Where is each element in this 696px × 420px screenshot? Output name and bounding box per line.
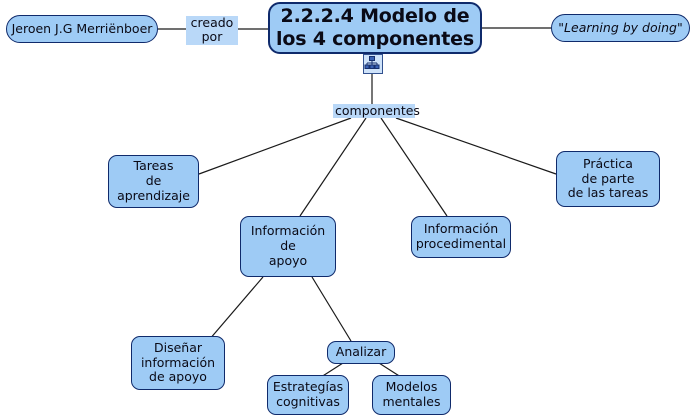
node-informacion-de-apoyo[interactable]: Información de apoyo [240,216,336,277]
node-practica-de-parte-de-las-tareas[interactable]: Práctica de parte de las tareas [556,151,660,207]
edge-infoapoyo-to-disenar [208,276,264,341]
link-label-creado-por[interactable]: creado por [186,15,238,45]
node-modelos-mentales[interactable]: Modelos mentales [372,375,451,415]
node-estrategias-cognitivas[interactable]: Estrategías cognitivas [267,375,349,415]
link-label-componentes[interactable]: componentes [333,103,420,119]
edge-componentes-to-infoproc [380,117,448,217]
hierarchy-icon[interactable] [363,54,383,74]
node-informacion-procedimental[interactable]: Información procedimental [411,216,511,258]
node-root-title[interactable]: 2.2.2.4 Modelo de los 4 componentes [268,2,482,54]
node-learning-by-doing[interactable]: "Learning by doing" [551,14,690,42]
edge-componentes-to-infoapoyo [299,117,367,217]
node-author[interactable]: Jeroen J.G Merriënboer [6,15,158,43]
edge-componentes-to-practica [395,117,557,175]
edge-infoapoyo-to-analizar [311,276,352,342]
node-tareas-de-aprendizaje[interactable]: Tareas de aprendizaje [108,155,199,208]
edge-componentes-to-tareas [198,117,352,175]
node-analizar[interactable]: Analizar [327,341,395,364]
node-disenar-informacion-de-apoyo[interactable]: Diseñar información de apoyo [131,336,225,390]
